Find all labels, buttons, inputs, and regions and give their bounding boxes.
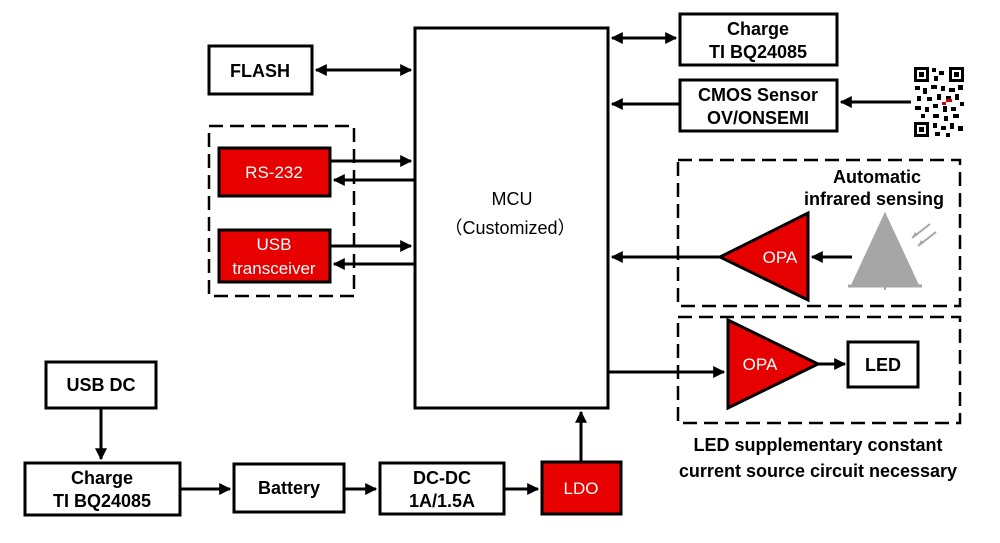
charge-top-label-line2: TI BQ24085 [709,42,807,62]
flash-label: FLASH [230,61,290,81]
flash-block: FLASH [207,44,314,96]
usb-dc-label: USB DC [66,375,135,395]
led-note-line2: current source circuit necessary [679,461,957,481]
infrared-label-line2: infrared sensing [804,189,944,209]
led-label: LED [865,355,901,375]
photodiode-icon [848,211,937,290]
charge-bottom-block: Charge TI BQ24085 [23,461,182,517]
cmos-sensor-label-line1: CMOS Sensor [698,85,818,105]
dcdc-label-line1: DC-DC [413,468,471,488]
led-group-border [676,315,962,425]
cmos-sensor-block: CMOS Sensor OV/ONSEMI [678,78,839,133]
charge-top-block: Charge TI BQ24085 [678,12,839,67]
usb-transceiver-label-line2: transceiver [232,259,315,278]
led-note-line1: LED supplementary constant [693,435,942,455]
usb-dc-block: USB DC [44,360,158,410]
led-block: LED [846,340,920,389]
connections [95,32,911,495]
usb-transceiver-label-line1: USB [257,235,292,254]
ldo-block: LDO [540,460,623,516]
infrared-label-line1: Automatic [833,167,921,187]
infrared-group-border [676,158,962,308]
charge-bottom-label-line1: Charge [71,468,133,488]
opa-infrared-amplifier: OPA [716,210,810,303]
charge-top-label-line1: Charge [727,19,789,39]
charge-bottom-label-line2: TI BQ24085 [53,491,151,511]
dcdc-block: DC-DC 1A/1.5A [378,461,506,516]
opa-led-amplifier: OPA [726,317,822,411]
qr-code-icon [913,66,965,138]
mcu-block: MCU （Customized） [413,26,610,410]
battery-block: Battery [232,462,346,514]
ldo-label: LDO [564,479,599,498]
opa-infrared-label: OPA [763,248,798,267]
mcu-label-line1: MCU [492,189,533,209]
dcdc-label-line2: 1A/1.5A [409,491,475,511]
rs232-block: RS-232 [217,146,332,198]
cmos-sensor-label-line2: OV/ONSEMI [707,108,809,128]
battery-label: Battery [258,478,320,498]
mcu-label-line2: （Customized） [444,218,575,238]
usb-transceiver-block: USB transceiver [217,228,332,284]
interface-group-border [207,124,356,298]
opa-led-label: OPA [743,355,778,374]
rs232-label: RS-232 [245,163,303,182]
